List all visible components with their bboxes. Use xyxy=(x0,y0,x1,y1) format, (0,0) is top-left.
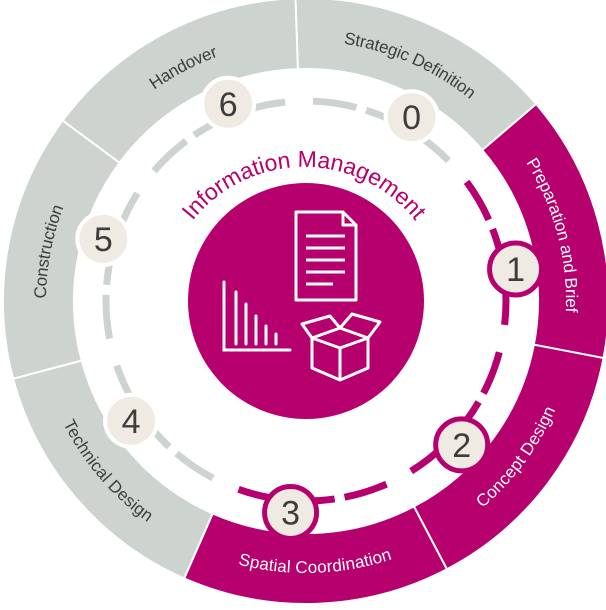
stage-number: 2 xyxy=(452,427,471,465)
stage-badge-4: 4 xyxy=(103,392,160,449)
open-box-icon xyxy=(300,312,382,382)
stage-badge-0: 0 xyxy=(383,89,440,146)
stage-badge-3: 3 xyxy=(262,483,320,541)
badge-circle xyxy=(200,75,257,132)
stage-number: 4 xyxy=(122,403,141,441)
badge-circle xyxy=(262,483,320,541)
badge-circle xyxy=(433,416,491,474)
stage-badges: 0 1 2 3 4 5 6 xyxy=(75,75,545,541)
stage-number: 3 xyxy=(281,494,300,532)
stage-badge-1: 1 xyxy=(487,240,545,298)
stage-badge-6: 6 xyxy=(200,75,257,132)
stage-badge-2: 2 xyxy=(433,416,491,474)
stage-number: 5 xyxy=(94,221,113,259)
stage-number: 0 xyxy=(402,99,421,137)
stage-badge-5: 5 xyxy=(75,210,132,267)
stage-segment-1 xyxy=(480,102,606,360)
stage-segment-4 xyxy=(11,359,215,580)
stage-number: 1 xyxy=(506,251,525,289)
bar-chart-icon xyxy=(222,280,292,352)
document-icon xyxy=(294,210,358,302)
stage-number: 6 xyxy=(219,86,238,124)
badge-circle xyxy=(487,240,545,298)
badge-circle xyxy=(75,210,132,267)
stage-segment-6 xyxy=(61,0,299,165)
badge-circle xyxy=(103,392,160,449)
badge-circle xyxy=(383,89,440,146)
